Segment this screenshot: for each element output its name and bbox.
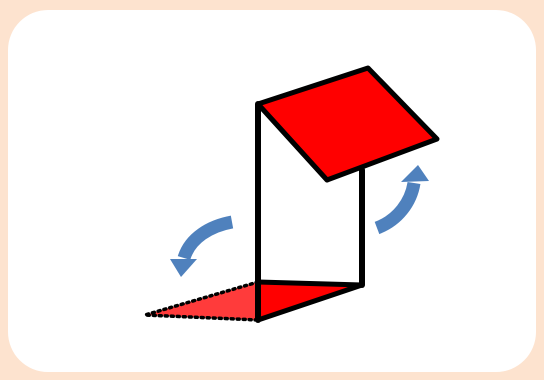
fold-edge bbox=[255, 101, 330, 183]
lid-face bbox=[255, 65, 440, 183]
base-face bbox=[255, 279, 365, 323]
curved-arrow-down-left-icon bbox=[170, 215, 234, 277]
curved-arrow-up-right-icon bbox=[374, 165, 429, 235]
floor-shadow-outline bbox=[144, 280, 260, 322]
